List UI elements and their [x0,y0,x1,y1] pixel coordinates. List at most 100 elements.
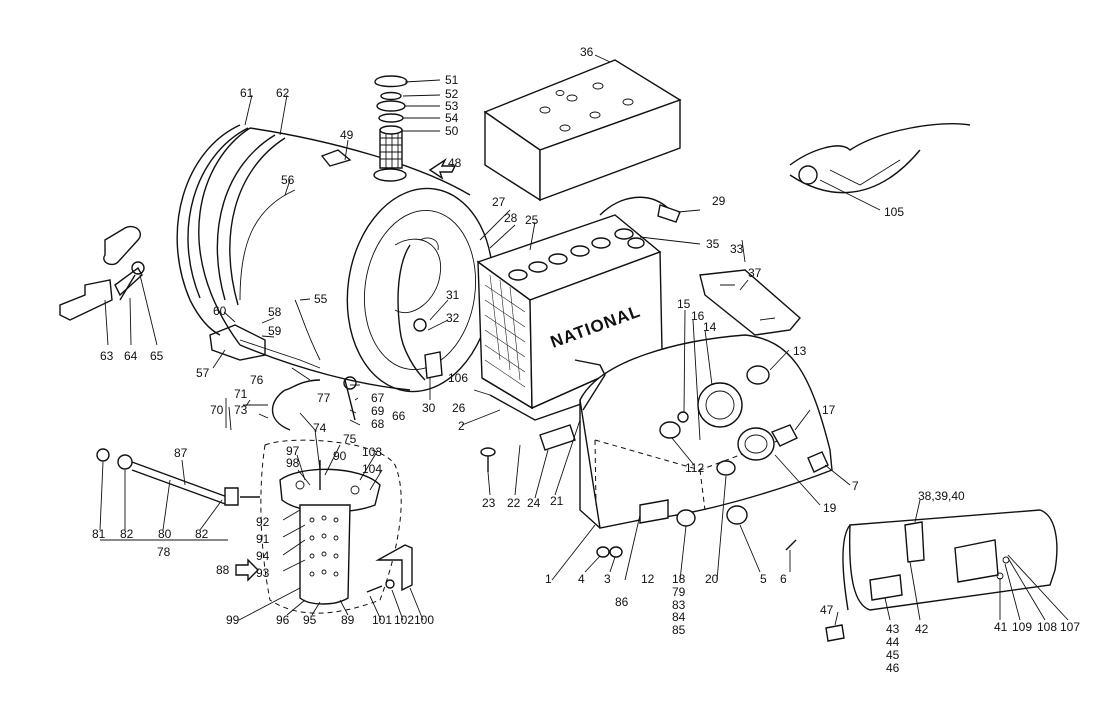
label-30: 30 [422,401,436,415]
label-105: 105 [884,205,904,219]
label-67: 67 [371,391,385,405]
label-22: 22 [507,496,521,510]
fuel-tank [176,75,494,393]
label-27: 27 [492,195,506,209]
label-24: 24 [527,496,541,510]
label-56: 56 [281,173,295,187]
label-69: 69 [371,404,385,418]
label-59: 59 [268,324,282,338]
label-107: 107 [1060,620,1080,634]
label-75: 75 [343,432,357,446]
battery: NATIONAL [476,196,681,421]
label-89: 89 [341,613,355,627]
label-44: 44 [886,635,900,649]
label-36: 36 [580,45,594,59]
label-97: 97 [286,444,300,458]
label-96: 96 [276,613,290,627]
label-41: 41 [994,620,1008,634]
label-73: 73 [234,403,248,417]
label-49: 49 [340,128,354,142]
label-18: 18 [672,572,686,586]
label-63: 63 [100,349,114,363]
label-14: 14 [703,320,717,334]
label-33: 33 [730,242,744,256]
label-28: 28 [504,211,518,225]
label-13: 13 [793,344,807,358]
label-66: 66 [392,409,406,423]
plate-37 [699,269,801,336]
label-5: 5 [760,572,767,586]
strap-hardware [59,225,145,321]
label-29: 29 [712,194,726,208]
label-112: 112 [685,461,704,475]
label-80: 80 [158,527,172,541]
label-19: 19 [823,501,837,515]
label-45: 45 [886,648,900,662]
label-108: 108 [1037,620,1057,634]
label-76: 76 [250,373,264,387]
label-32: 32 [446,311,460,325]
label-99: 99 [226,613,240,627]
label-83: 83 [672,598,686,612]
label-94: 94 [256,549,270,563]
label-48: 48 [448,156,462,170]
label-85: 85 [672,623,686,637]
label-4: 4 [578,572,585,586]
relay-box [825,509,1058,642]
label-54: 54 [445,111,459,125]
label-58: 58 [268,305,282,319]
fuel-line [96,448,260,541]
label-87: 87 [174,446,188,460]
label-68: 68 [371,417,385,431]
label-82a: 82 [120,527,134,541]
label-93: 93 [256,566,270,580]
label-47: 47 [820,603,834,617]
label-55: 55 [314,292,328,306]
label-20: 20 [705,572,719,586]
label-51: 51 [445,73,459,87]
leader-lines [99,54,1069,626]
label-101: 101 [372,613,392,627]
label-42: 42 [915,622,929,636]
label-38-40: 38,39,40 [918,489,965,503]
label-78: 78 [157,545,171,559]
battery-tray-cover [483,59,682,202]
label-6: 6 [780,572,787,586]
label-86: 86 [615,595,629,609]
label-43: 43 [886,622,900,636]
label-71: 71 [234,387,248,401]
label-2: 2 [458,419,465,433]
label-95: 95 [303,613,317,627]
label-100: 100 [414,613,434,627]
label-31: 31 [446,288,460,302]
label-81: 81 [92,527,106,541]
label-35: 35 [706,237,720,251]
label-3: 3 [604,572,611,586]
group-braces [225,239,746,428]
label-106: 106 [448,371,468,385]
label-79: 79 [672,585,686,599]
label-102: 102 [394,613,414,627]
label-90: 90 [333,449,347,463]
label-52: 52 [445,87,459,101]
label-98: 98 [286,456,300,470]
label-16: 16 [691,309,705,323]
label-57: 57 [196,366,210,380]
label-104: 104 [362,462,382,476]
label-84: 84 [672,610,686,624]
label-88: 88 [216,563,230,577]
label-60: 60 [213,304,227,318]
label-53: 53 [445,99,459,113]
label-1: 1 [545,572,552,586]
label-37: 37 [748,266,762,280]
label-70: 70 [210,403,224,417]
label-23: 23 [482,496,496,510]
label-26: 26 [452,401,466,415]
label-61: 61 [240,86,254,100]
label-109: 109 [1012,620,1032,634]
label-92: 92 [256,515,270,529]
label-91: 91 [256,532,270,546]
label-77: 77 [317,391,331,405]
label-17: 17 [822,403,836,417]
label-82b: 82 [195,527,209,541]
